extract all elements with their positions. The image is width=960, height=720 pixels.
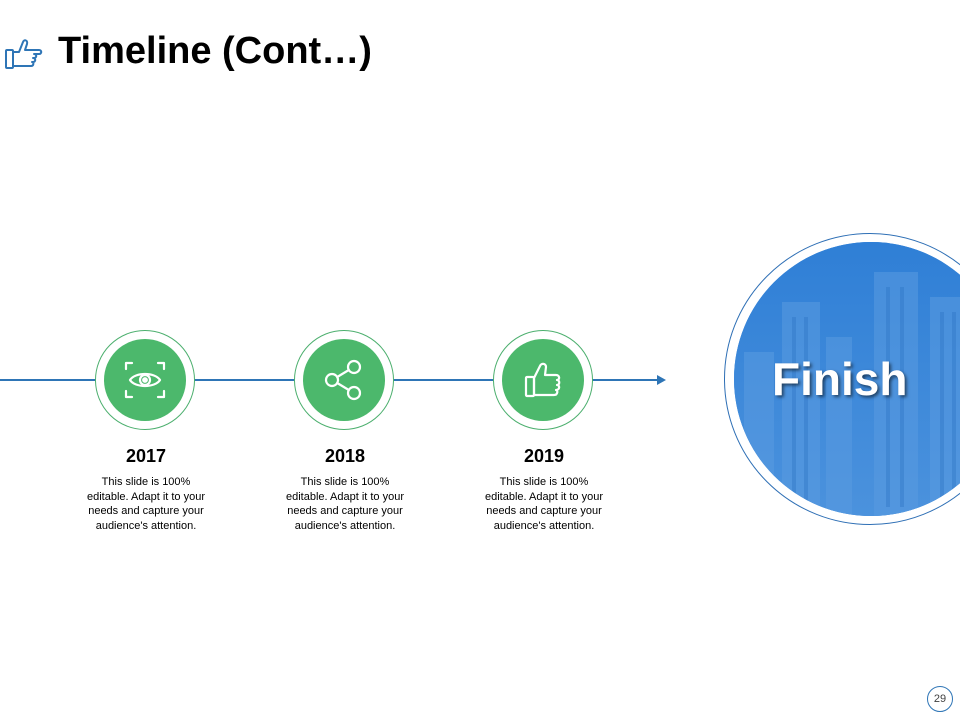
finish-circle — [734, 242, 960, 516]
thumbs-up-pointing-icon — [4, 36, 44, 72]
milestone-ring — [95, 330, 195, 430]
milestone-ring — [294, 330, 394, 430]
timeline-arrowhead — [657, 375, 666, 385]
milestone-year: 2017 — [125, 446, 167, 466]
slide-title: Timeline (Cont…) — [58, 30, 372, 72]
milestone-description: This slide is 100% editable. Adapt it to… — [86, 476, 206, 532]
milestone-disc — [502, 339, 584, 421]
finish-label: Finish — [772, 353, 908, 405]
share-icon — [324, 359, 362, 401]
milestone-disc — [104, 339, 186, 421]
milestone-description: This slide is 100% editable. Adapt it to… — [285, 476, 405, 532]
page-number: 29 — [927, 686, 953, 712]
milestone-description: This slide is 100% editable. Adapt it to… — [484, 476, 604, 532]
thumbs-up-icon — [524, 362, 561, 398]
city-skyline-image — [734, 242, 960, 516]
milestone-year: 2019 — [523, 446, 565, 466]
eye-scan-icon — [124, 361, 166, 399]
milestone-year: 2018 — [324, 446, 366, 466]
milestone-ring — [493, 330, 593, 430]
milestone-disc — [303, 339, 385, 421]
